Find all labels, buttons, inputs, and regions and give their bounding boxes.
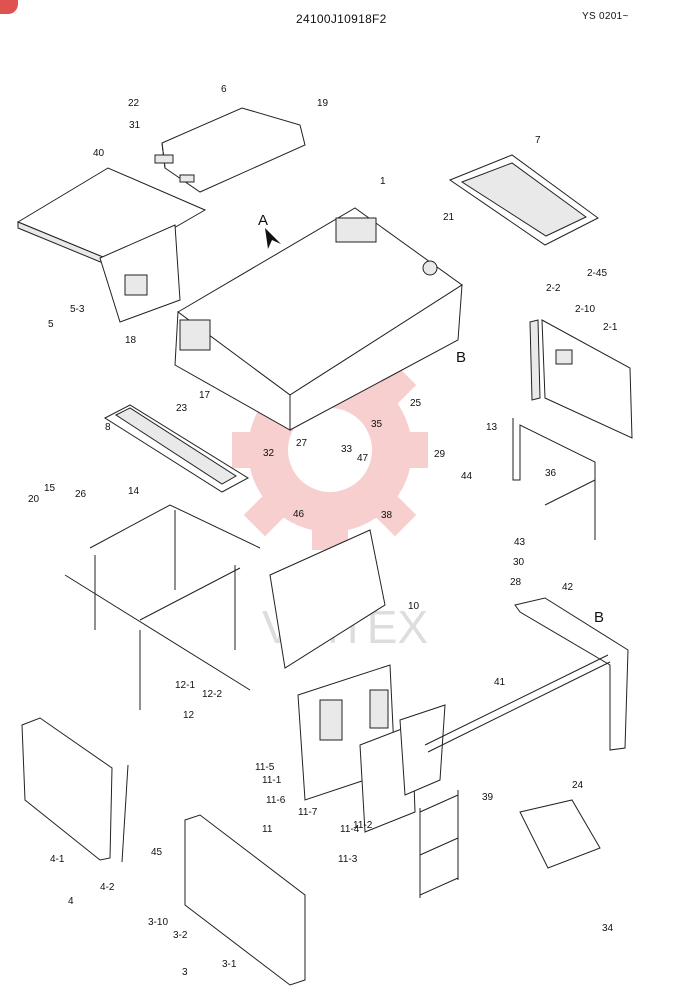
part-front-panel	[184, 814, 306, 986]
callout-5: 5	[48, 319, 54, 330]
callout-2-2: 2-2	[546, 283, 561, 294]
section-b-marker: B	[456, 349, 466, 366]
callout-43: 43	[514, 537, 526, 548]
callout-11-6: 11-6	[266, 795, 286, 806]
part-brace	[512, 418, 596, 540]
callout-17: 17	[199, 390, 211, 401]
callout-2-1: 2-1	[603, 322, 618, 333]
callout-3: 3	[182, 967, 188, 978]
callout-11-7: 11-7	[298, 807, 318, 818]
callout-12-1: 12-1	[175, 680, 195, 691]
callout-35: 35	[371, 419, 383, 430]
corner-badge-icon	[0, 0, 18, 14]
callout-5-3: 5-3	[70, 304, 85, 315]
callout-10: 10	[408, 601, 420, 612]
callout-19: 19	[317, 98, 329, 109]
callout-22: 22	[128, 98, 140, 109]
callout-33: 33	[341, 444, 353, 455]
callout-38: 38	[381, 510, 393, 521]
callout-24: 24	[572, 780, 584, 791]
part-step-bracket	[419, 790, 459, 898]
view-a-marker: A	[258, 212, 268, 229]
callout-2-45: 2-45	[587, 268, 607, 279]
drawing-code: 24100J10918F2	[296, 12, 387, 26]
part-bracket-assembly	[297, 664, 446, 833]
callout-labels: 1 2-45 2-2 2-10 2-1 3 3-1 3-2 3-10 4 4-1 4-2 5 5-3 6 7 8…	[28, 84, 618, 978]
callout-1: 1	[380, 176, 386, 187]
part-filter-panel	[448, 154, 599, 246]
callout-21: 21	[443, 212, 455, 223]
callout-28: 28	[510, 577, 522, 588]
part-right-door	[529, 319, 633, 439]
callout-12-2: 12-2	[202, 689, 222, 700]
callout-29: 29	[434, 449, 446, 460]
callout-13: 13	[486, 422, 498, 433]
serial-range: YS 0201~	[582, 11, 629, 22]
callout-11-4: 11-4	[340, 824, 360, 835]
callout-3-1: 3-1	[222, 959, 237, 970]
callout-25: 25	[410, 398, 422, 409]
callout-4-2: 4-2	[100, 882, 115, 893]
callout-44: 44	[461, 471, 473, 482]
callout-12: 12	[183, 710, 195, 721]
callout-11-2: 11-2	[353, 820, 373, 831]
callout-14: 14	[128, 486, 140, 497]
part-bottom-rail	[424, 597, 629, 753]
callout-7: 7	[535, 135, 541, 146]
callout-11-3: 11-3	[338, 854, 358, 865]
callout-31: 31	[129, 120, 141, 131]
callout-15: 15	[44, 483, 56, 494]
callout-36: 36	[545, 468, 557, 479]
part-tray	[519, 799, 601, 869]
callout-32: 32	[263, 448, 275, 459]
callout-26: 26	[75, 489, 87, 500]
callout-18: 18	[125, 335, 137, 346]
arrow-icon	[265, 228, 281, 249]
callout-41: 41	[494, 677, 506, 688]
callout-30: 30	[513, 557, 525, 568]
part-hood	[174, 207, 463, 431]
callout-47: 47	[357, 453, 369, 464]
callout-3-10: 3-10	[148, 917, 168, 928]
callout-4: 4	[68, 896, 74, 907]
part-baffle-plate	[269, 529, 386, 669]
callout-45: 45	[151, 847, 163, 858]
callout-39: 39	[482, 792, 494, 803]
callout-23: 23	[176, 403, 188, 414]
callout-46: 46	[293, 509, 305, 520]
part-side-panel	[16, 167, 207, 323]
part-cover-lid	[154, 107, 306, 193]
callout-2-10: 2-10	[575, 304, 595, 315]
callout-11: 11	[262, 824, 273, 835]
callout-27: 27	[296, 438, 308, 449]
callout-6: 6	[221, 84, 227, 95]
callout-11-1: 11-1	[262, 775, 282, 786]
part-grille	[103, 404, 249, 493]
callout-42: 42	[562, 582, 574, 593]
callout-3-2: 3-2	[173, 930, 188, 941]
section-b-marker: B	[594, 609, 604, 626]
part-left-panel	[21, 717, 129, 863]
callout-11-5: 11-5	[255, 762, 275, 773]
callout-4-1: 4-1	[50, 854, 65, 865]
callout-8: 8	[105, 422, 111, 433]
part-frame	[64, 504, 261, 710]
callout-40: 40	[93, 148, 105, 159]
callout-20: 20	[28, 494, 40, 505]
callout-34: 34	[602, 923, 614, 934]
